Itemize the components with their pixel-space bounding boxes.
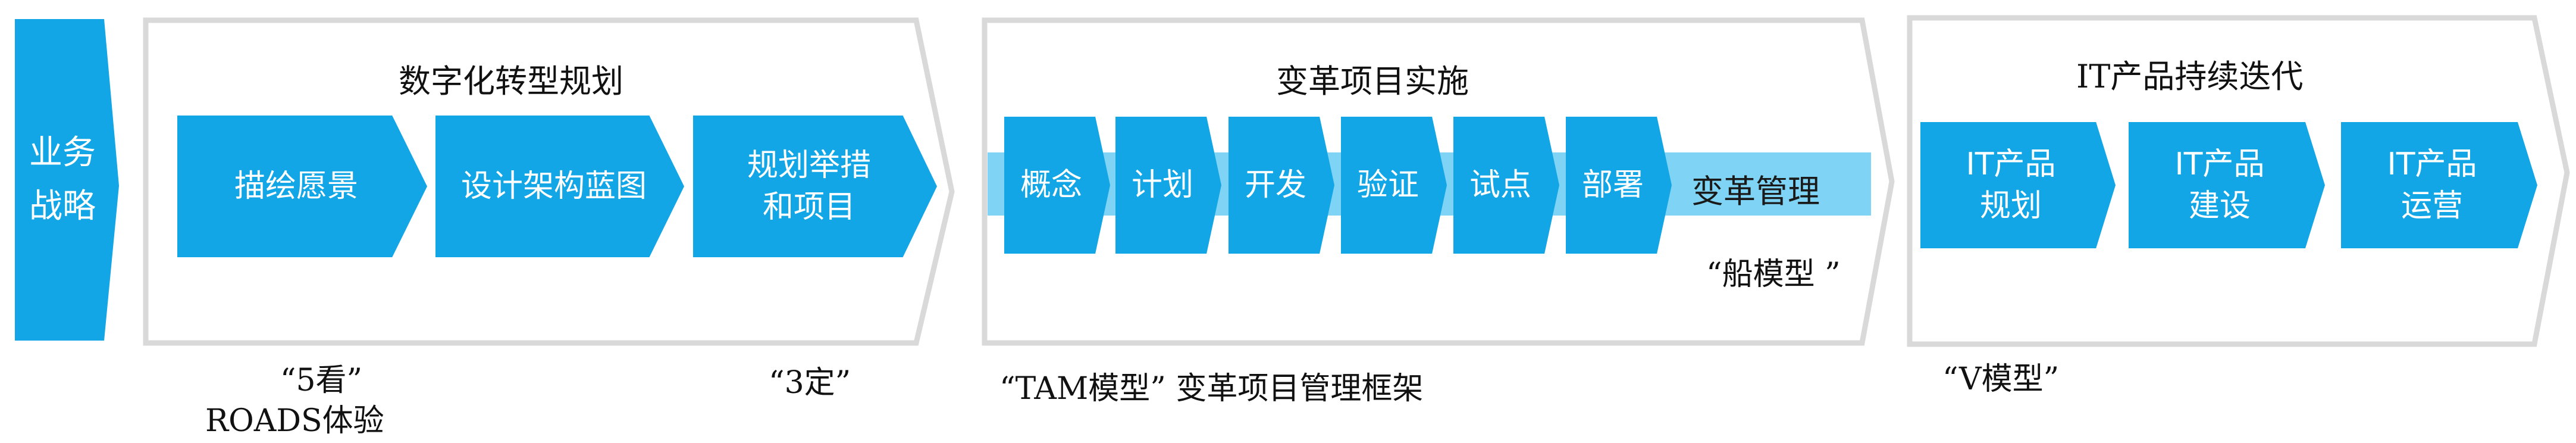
panel-1-title: 数字化转型规划 [399, 63, 623, 100]
step-develop-label: 开发 [1244, 167, 1306, 203]
note-roads-experience: ROADS体验 [205, 403, 384, 439]
step-it-product-operation-line-1: IT产品 [2387, 146, 2477, 182]
panel-3-title: IT产品持续迭代 [2076, 58, 2304, 95]
step-it-product-operation-line-2: 运营 [2400, 188, 2463, 224]
step-pilot: 试点 [1453, 117, 1559, 254]
note-5-look: “5看” [257, 355, 386, 400]
step-design-blueprint: 设计架构蓝图 [435, 116, 684, 257]
step-it-product-planning: IT产品 规划 [1920, 122, 2116, 248]
step-verify: 验证 [1341, 117, 1447, 254]
step-plan-label: 计划 [1131, 167, 1193, 203]
step-deploy-label: 部署 [1581, 167, 1644, 203]
step-it-product-building-line-2: 建设 [2188, 188, 2251, 224]
step-deploy: 部署 [1566, 117, 1672, 254]
note-3-define: “3定” [769, 365, 851, 401]
step-plan: 计划 [1115, 117, 1221, 254]
step-verify-label: 验证 [1356, 167, 1419, 203]
change-management-label: 变革管理 [1691, 173, 1820, 210]
step-it-product-operation: IT产品 运营 [2341, 122, 2537, 248]
step-develop: 开发 [1229, 117, 1334, 254]
step-design-blueprint-label: 设计架构蓝图 [460, 168, 647, 204]
panel-2-title: 变革项目实施 [1276, 63, 1469, 100]
v-model-note: “V模型” [1942, 361, 2060, 397]
step-plan-initiatives-line-2: 和项目 [762, 189, 855, 225]
tam-model-note: “TAM模型” 变革项目管理框架 [999, 371, 1424, 407]
boat-model-note: “船模型 ” [1706, 257, 1841, 292]
step-describe-vision-label: 描绘愿景 [234, 168, 358, 204]
step-pilot-label: 试点 [1469, 167, 1531, 203]
step-concept: 概念 [1004, 117, 1110, 254]
step-it-product-planning-line-2: 规划 [1979, 188, 2042, 224]
note-5-look-line-1: “5看” [280, 363, 363, 398]
business-strategy-line-1: 业务 [29, 133, 96, 173]
step-describe-vision: 描绘愿景 [177, 116, 427, 257]
step-it-product-planning-line-1: IT产品 [1966, 146, 2056, 182]
business-strategy-tab [15, 19, 119, 341]
step-it-product-building: IT产品 建设 [2129, 122, 2325, 248]
business-strategy-line-2: 战略 [29, 187, 96, 226]
step-it-product-building-line-1: IT产品 [2174, 146, 2265, 182]
step-plan-initiatives: 规划举措 和项目 [693, 116, 937, 257]
step-concept-label: 概念 [1020, 167, 1082, 203]
step-plan-initiatives-line-1: 规划举措 [747, 147, 871, 183]
business-strategy-label: 业务 战略 [15, 19, 110, 341]
